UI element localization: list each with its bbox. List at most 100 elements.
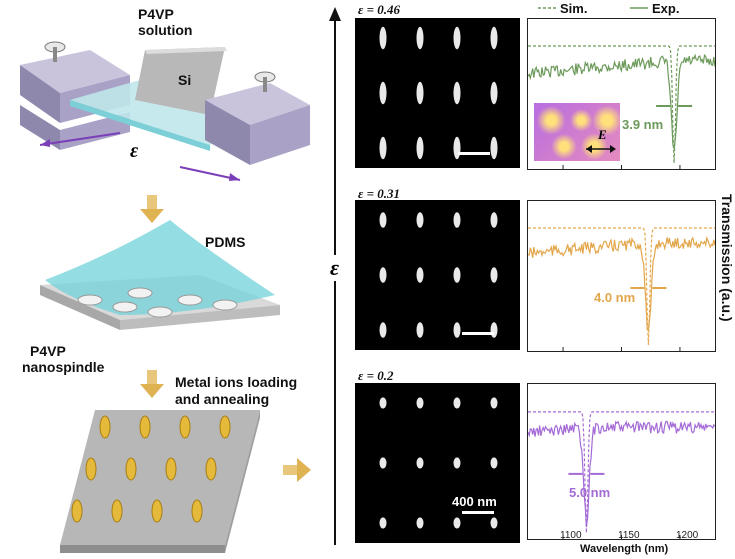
nanoparticle xyxy=(490,397,498,409)
p4vp-nanospindle-label: P4VP xyxy=(30,343,66,359)
gold-nanospindle xyxy=(71,499,83,523)
spectrum-plot-031 xyxy=(527,200,716,352)
nanoparticle xyxy=(453,517,461,529)
pdms-label: PDMS xyxy=(205,234,246,250)
legend-sim-label: Sim. xyxy=(560,1,588,16)
scale-bar xyxy=(458,152,490,155)
x-tick-label: 1100 xyxy=(560,530,582,541)
exp-series-line xyxy=(527,235,716,331)
nanoparticle xyxy=(416,26,424,50)
scale-bar xyxy=(462,332,494,335)
sem-particle-array xyxy=(379,212,498,338)
nanoparticle xyxy=(379,397,387,409)
x-axis-label: Wavelength (nm) xyxy=(580,543,669,555)
nanoparticle xyxy=(379,517,387,529)
right-arrow-icon xyxy=(283,458,311,482)
sim-series-line xyxy=(528,45,715,164)
nanoparticle xyxy=(416,136,424,160)
gold-nanospindle xyxy=(111,499,123,523)
nanoparticle xyxy=(379,26,387,50)
spectrum-curves xyxy=(527,411,716,539)
nanoparticle xyxy=(379,267,387,283)
annealing-label: and annealing xyxy=(175,391,270,407)
nanoparticle xyxy=(416,457,424,469)
nanoparticle xyxy=(379,81,387,105)
spectrum-curves xyxy=(527,45,716,169)
nanoparticle xyxy=(490,136,498,160)
linewidth-label: 3.9 nm xyxy=(622,117,664,132)
stretching-stage-illustration xyxy=(20,41,310,181)
down-arrow-icon xyxy=(140,195,164,223)
si-label: Si xyxy=(178,72,192,88)
gold-nanospindle xyxy=(151,499,163,523)
e-field-label: E xyxy=(598,127,607,142)
scale-bar-label: 400 nm xyxy=(452,494,497,509)
p4vp-label: P4VP xyxy=(138,6,174,22)
nanoparticle xyxy=(416,322,424,338)
linewidth-label: 5.0 nm xyxy=(569,485,611,500)
gold-nanospindle xyxy=(125,457,137,481)
nanoparticle xyxy=(416,267,424,283)
nanoparticle xyxy=(490,517,498,529)
nanoparticle xyxy=(490,457,498,469)
scale-bar xyxy=(462,511,494,514)
gold-nanospindle xyxy=(191,499,203,523)
nanoparticle xyxy=(416,212,424,228)
strain-epsilon-symbol: ε xyxy=(130,140,139,162)
nanoparticle xyxy=(490,267,498,283)
nanoparticle xyxy=(379,322,387,338)
x-tick-label: 1200 xyxy=(676,530,699,541)
nanoparticle xyxy=(453,397,461,409)
strain-axis-arrow xyxy=(329,7,341,545)
nanoparticle xyxy=(416,397,424,409)
y-axis-label: Transmission (a.u.) xyxy=(719,194,735,322)
e-field-arrow-icon xyxy=(586,145,616,153)
sem-strain-label: ε = 0.31 xyxy=(358,186,400,201)
spectra-legend xyxy=(538,7,648,9)
strain-axis-label: ε xyxy=(330,255,340,281)
nanoparticle xyxy=(453,267,461,283)
nanoparticle xyxy=(453,322,461,338)
schematic-step1 xyxy=(10,5,310,185)
nanoparticle xyxy=(490,26,498,50)
legend-exp-label: Exp. xyxy=(652,1,680,16)
sem-particle-array xyxy=(379,397,498,529)
x-tick-label: 1150 xyxy=(618,530,640,541)
sem-image-031 xyxy=(355,200,520,350)
linewidth-label: 4.0 nm xyxy=(594,290,636,305)
gold-nanospindle xyxy=(219,415,231,439)
sem-image-020 xyxy=(355,383,520,543)
nanoparticle xyxy=(490,81,498,105)
gold-nanospindle xyxy=(85,457,97,481)
pdms-molding-illustration xyxy=(40,220,280,330)
gold-nanospindle xyxy=(99,415,111,439)
gold-nanospindle xyxy=(139,415,151,439)
metal-ions-label: Metal ions loading xyxy=(175,374,298,390)
field-map-inset xyxy=(534,103,620,161)
nanoparticle xyxy=(453,136,461,160)
sem-image-046 xyxy=(355,18,520,168)
sem-particle-array xyxy=(379,26,498,160)
spectrum-plot-020 xyxy=(527,383,716,540)
gold-nanospindle xyxy=(205,457,217,481)
nanoparticle xyxy=(453,26,461,50)
exp-series-line xyxy=(527,419,716,527)
exp-series-line xyxy=(527,53,716,150)
nanospindle-label: nanospindle xyxy=(22,359,105,375)
nanoparticle xyxy=(453,212,461,228)
down-arrow-icon xyxy=(140,370,164,398)
spectrum-curves xyxy=(527,227,716,351)
nanoparticle xyxy=(490,212,498,228)
nanoparticle xyxy=(416,517,424,529)
gold-nanospindle xyxy=(165,457,177,481)
sim-series-line xyxy=(528,227,715,346)
nanoparticle xyxy=(379,212,387,228)
nanoparticle xyxy=(379,457,387,469)
sem-strain-label: ε = 0.2 xyxy=(358,368,394,383)
nanoparticle xyxy=(453,457,461,469)
gold-nanospindle xyxy=(179,415,191,439)
solution-label: solution xyxy=(138,22,193,38)
nanoparticle xyxy=(379,136,387,160)
nanoparticle xyxy=(416,81,424,105)
nanoparticle xyxy=(490,322,498,338)
